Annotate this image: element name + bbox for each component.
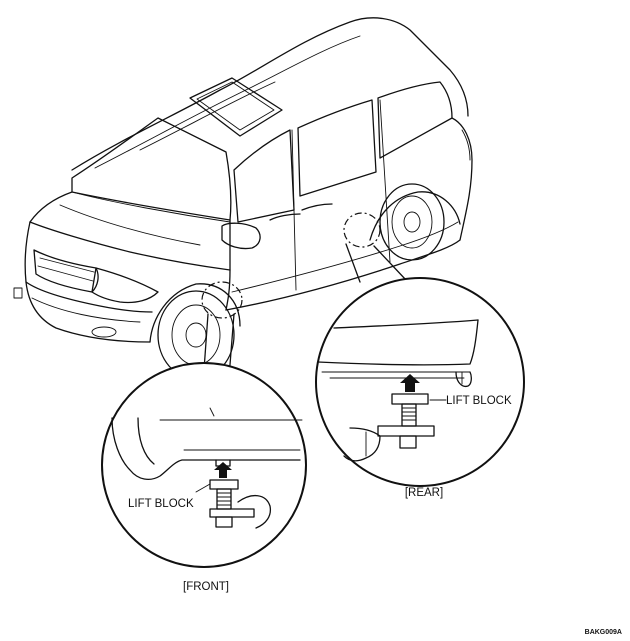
front-lift-block-label: LIFT BLOCK: [128, 498, 194, 510]
rear-caption: [REAR]: [405, 487, 443, 499]
figure-code: BAKG009A: [585, 629, 622, 636]
front-detail-view: LIFT BLOCK: [101, 362, 307, 568]
rear-lift-block-label: LIFT BLOCK: [446, 395, 512, 407]
rear-window: [377, 81, 453, 159]
rear-detail-view: LIFT BLOCK: [315, 277, 525, 487]
rear-up-arrow-icon: [400, 374, 420, 392]
front-caption: [FRONT]: [183, 581, 229, 593]
fog-lamp: [91, 326, 117, 338]
minivan-illustration: [13, 17, 473, 380]
sliding-door-window: [297, 99, 377, 197]
rear-lift-point-marker: [343, 212, 381, 248]
rear-lift-block: [343, 393, 435, 462]
windshield: [71, 117, 232, 221]
grille: [33, 249, 99, 293]
front-lift-point-marker: [201, 281, 243, 319]
sunroof: [189, 77, 283, 137]
rear-detail-circle: [315, 277, 525, 487]
rear-callout-leader-left: [345, 243, 361, 283]
front-up-arrow-icon: [214, 462, 232, 478]
rear-wheel: [379, 183, 445, 261]
rear-callout-leader-right: [373, 245, 407, 281]
headlight: [91, 267, 159, 304]
side-mirror: [221, 222, 261, 250]
front-door-window: [233, 129, 295, 223]
front-detail-circle: [101, 362, 307, 568]
